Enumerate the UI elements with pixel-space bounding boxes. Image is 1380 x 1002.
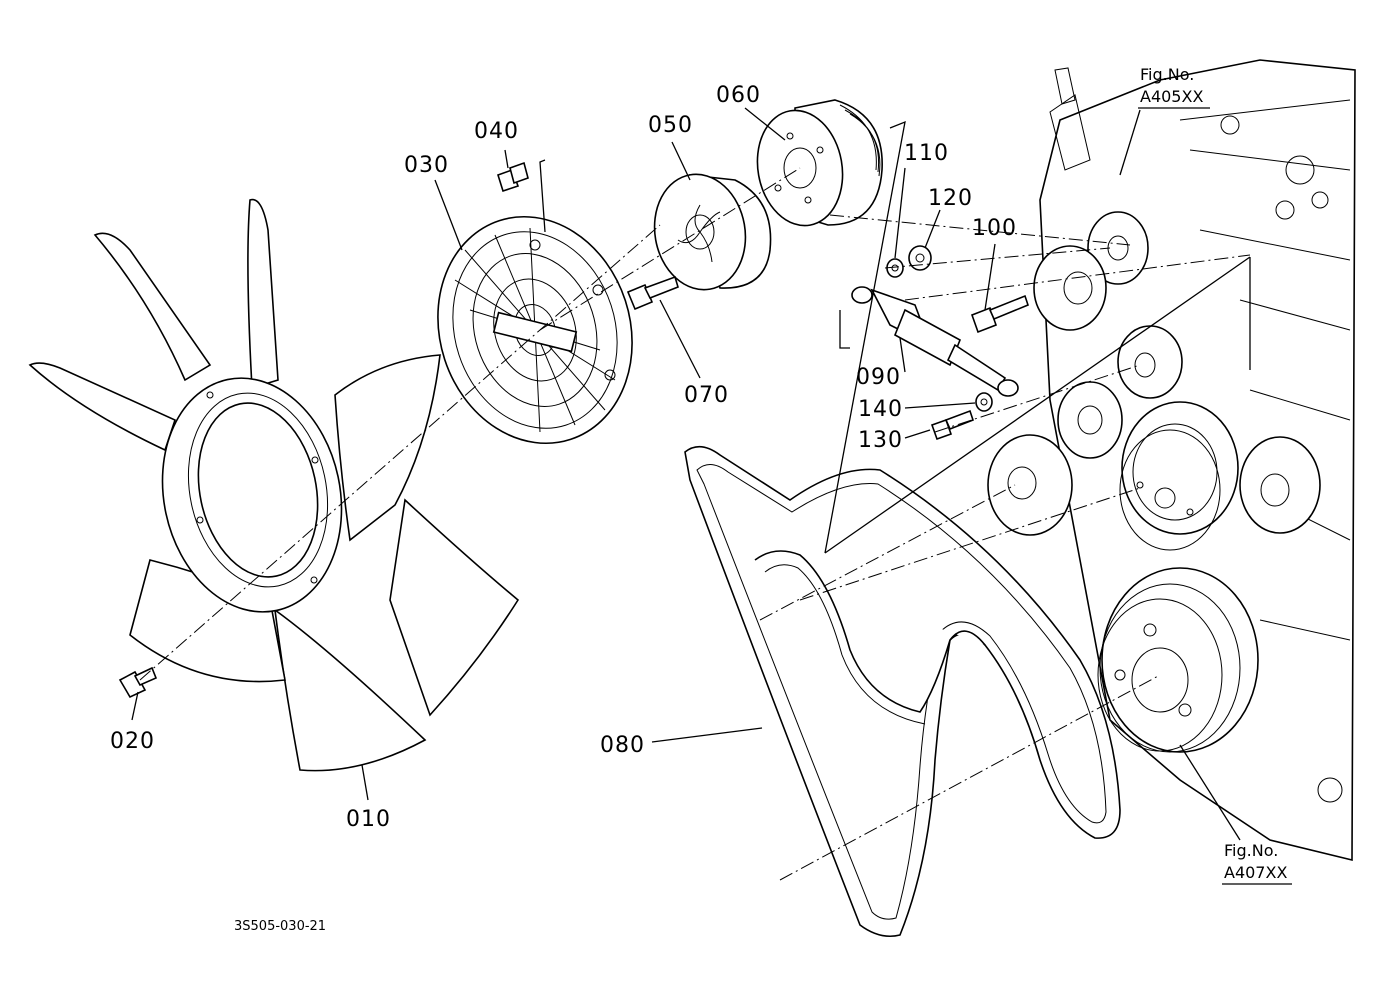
label-040: 040 [474,119,519,144]
fan-pulley-060[interactable] [749,99,883,232]
washer-140[interactable] [975,392,993,412]
cooling-fan[interactable] [28,198,520,772]
bolt-040[interactable] [497,161,529,193]
label-110: 110 [904,141,949,166]
label-060: 060 [716,83,761,108]
label-120: 120 [928,186,973,211]
assembly-center-lines [139,167,1251,881]
bracket-lines [539,120,1251,554]
label-140: 140 [858,397,903,422]
label-030: 030 [404,153,449,178]
bolt-070[interactable] [626,275,679,311]
fig-ref-top-line1: Fig.No. [1140,65,1194,84]
fig-ref-bottom-line1: Fig.No. [1224,841,1278,860]
label-050: 050 [648,113,693,138]
part-labels: 010 020 030 040 050 060 070 080 090 100 … [110,83,1017,832]
fig-ref-bottom-line2: A407XX [1224,863,1287,882]
drawing-code: 3S505-030-21 [234,919,326,934]
fig-ref-top[interactable]: Fig.No. A405XX [1138,65,1210,109]
fig-ref-bottom[interactable]: Fig.No. A407XX [1222,841,1292,885]
drive-belt-080[interactable] [684,445,1121,938]
label-080: 080 [600,733,645,758]
engine-block [987,59,1356,862]
bolt-130[interactable] [930,409,974,441]
tensioner-damper-090[interactable] [851,286,1019,397]
fan-bolt-020[interactable] [118,666,158,699]
label-130: 130 [858,428,903,453]
bolt-100[interactable] [970,294,1029,334]
leader-lines [131,107,1241,841]
label-020: 020 [110,729,155,754]
label-010: 010 [346,807,391,832]
spacer-050[interactable] [646,167,772,297]
nut-120[interactable] [908,245,932,271]
label-100: 100 [972,216,1017,241]
label-090: 090 [856,365,901,390]
fig-ref-top-line2: A405XX [1140,87,1203,106]
fan-drive-030[interactable] [409,191,661,468]
label-070: 070 [684,383,729,408]
